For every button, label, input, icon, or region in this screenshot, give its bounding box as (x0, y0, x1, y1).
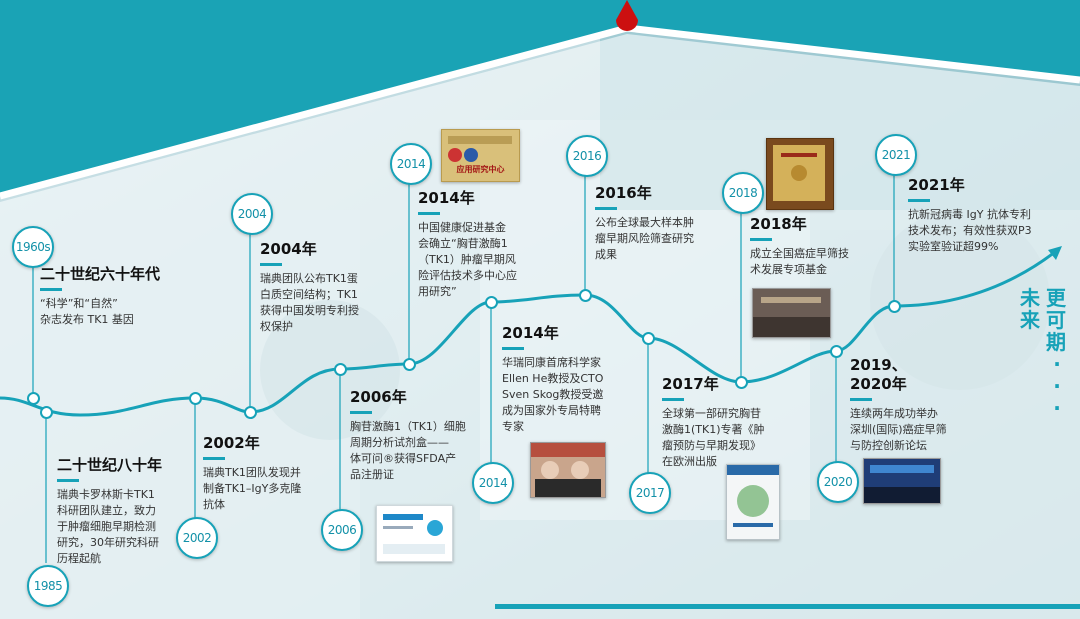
year-badge-1985: 1985 (27, 565, 69, 607)
wave-dot (40, 406, 53, 419)
milestone-title: 二十世纪八十年 (57, 456, 163, 474)
milestone-desc: “科学”和“自然” 杂志发布 TK1 基因 (40, 297, 134, 326)
future-col-1: 未 来 (1020, 286, 1040, 332)
connector-lines (32, 172, 895, 563)
milestone-desc: 瑞典团队公布TK1蛋 白质空间结构；TK1 获得中国发明专利授 权保护 (260, 272, 359, 333)
milestone-title: 2014年 (418, 189, 475, 207)
certificate-plaque-image (766, 138, 834, 210)
milestone-desc: 胸苷激酶1（TK1）细胞 周期分析试剂盒—— 体可问®获得SFDA产 品注册证 (350, 420, 466, 481)
wave-dot (735, 376, 748, 389)
wave-dot (888, 300, 901, 313)
milestone-title: 2016年 (595, 184, 652, 202)
milestone-title: 二十世纪六十年代 (40, 265, 161, 283)
year-badge-1960s: 1960s (12, 226, 54, 268)
wave-dot (27, 392, 40, 405)
year-badge-2020: 2020 (817, 461, 859, 503)
wave-dot (244, 406, 257, 419)
milestone-desc: 华瑞同康首席科学家 Ellen He教授及CTO Sven Skog教授受邀 成… (502, 356, 604, 433)
year-badge-2018: 2018 (722, 172, 764, 214)
milestone-desc: 全球第一部研究胸苷 激酶1(TK1)专著《肿 瘤预防与早期发现》 在欧洲出版 (662, 407, 765, 468)
bottom-line (495, 604, 1080, 609)
scientists-photo-image (530, 442, 606, 498)
milestone-2017: 2017年 全球第一部研究胸苷 激酶1(TK1)专著《肿 瘤预防与早期发现》 在… (662, 375, 787, 470)
book-cover-image (726, 464, 780, 540)
milestone-2018: 2018年 成立全国癌症早筛技 术发展专项基金 (750, 215, 875, 278)
milestone-title: 2017年 (662, 375, 719, 393)
forum-photo-image (863, 458, 941, 504)
milestone-1985: 二十世纪八十年 瑞典卡罗林斯卡TK1 科研团队建立，致力 于肿瘤细胞早期检测 研… (57, 456, 187, 567)
year-badge-2021: 2021 (875, 134, 917, 176)
milestone-2016: 2016年 公布全球最大样本肿 瘤早期风险筛查研究 成果 (595, 184, 725, 263)
milestone-2006: 2006年 胸苷激酶1（TK1）细胞 周期分析试剂盒—— 体可问®获得SFDA产… (350, 388, 485, 483)
wave-dot (579, 289, 592, 302)
milestone-desc: 成立全国癌症早筛技 术发展专项基金 (750, 247, 849, 276)
future-col-2: 更 可 期 · · · (1046, 286, 1066, 420)
year-badge-2002: 2002 (176, 517, 218, 559)
milestone-2019-2020: 2019、 2020年 连续两年成功举办 深圳(国际)癌症早筛 与防控创新论坛 (850, 356, 975, 454)
wave-dot (403, 358, 416, 371)
conference-photo-image (752, 288, 831, 338)
milestone-title: 2002年 (203, 434, 260, 452)
year-badge-2016: 2016 (566, 135, 608, 177)
milestone-desc: 连续两年成功举办 深圳(国际)癌症早筛 与防控创新论坛 (850, 407, 947, 452)
year-badge-2014a: 2014 (390, 143, 432, 185)
wave-dot (485, 296, 498, 309)
wave-dot (642, 332, 655, 345)
milestone-2002: 2002年 瑞典TK1团队发现并 制备TK1–IgY多克隆 抗体 (203, 434, 328, 513)
milestone-2014-experts: 2014年 华瑞同康首席科学家 Ellen He教授及CTO Sven Skog… (502, 324, 637, 435)
milestone-desc: 中国健康促进基金 会确立“胸苷激酶1 （TK1）肿瘤早期风 险评估技术多中心应 … (418, 221, 517, 298)
milestone-title: 2014年 (502, 324, 559, 342)
research-center-plaque-image: 应用研究中心 (441, 129, 520, 182)
milestone-2004: 2004年 瑞典团队公布TK1蛋 白质空间结构；TK1 获得中国发明专利授 权保… (260, 240, 385, 335)
plaque-label: 应用研究中心 (456, 165, 505, 174)
milestone-desc: 抗新冠病毒 IgY 抗体专利 技术发布；有效性获双P3 实验室验证超99% (908, 208, 1032, 253)
milestone-title: 2018年 (750, 215, 807, 233)
milestone-desc: 瑞典TK1团队发现并 制备TK1–IgY多克隆 抗体 (203, 466, 302, 511)
milestone-2014-fund: 2014年 中国健康促进基金 会确立“胸苷激酶1 （TK1）肿瘤早期风 险评估技… (418, 189, 548, 300)
milestone-title: 2021年 (908, 176, 965, 194)
reagent-kit-image (376, 505, 453, 562)
milestone-title: 2004年 (260, 240, 317, 258)
milestone-title: 2006年 (350, 388, 407, 406)
year-badge-2004: 2004 (231, 193, 273, 235)
red-drop-icon (616, 0, 638, 31)
milestone-1960s: 二十世纪六十年代 “科学”和“自然” 杂志发布 TK1 基因 (40, 265, 190, 328)
year-badge-2014b: 2014 (472, 462, 514, 504)
wave-dot (334, 363, 347, 376)
milestone-desc: 公布全球最大样本肿 瘤早期风险筛查研究 成果 (595, 216, 694, 261)
milestone-desc: 瑞典卡罗林斯卡TK1 科研团队建立，致力 于肿瘤细胞早期检测 研究，30年研究科… (57, 488, 159, 565)
wave-dot (189, 392, 202, 405)
milestone-title: 2019、 2020年 (850, 356, 907, 393)
milestone-2021: 2021年 抗新冠病毒 IgY 抗体专利 技术发布；有效性获双P3 实验室验证超… (908, 176, 1068, 255)
year-badge-2006: 2006 (321, 509, 363, 551)
year-badge-2017: 2017 (629, 472, 671, 514)
arrow-head-icon (1048, 246, 1062, 260)
wave-dot (830, 345, 843, 358)
